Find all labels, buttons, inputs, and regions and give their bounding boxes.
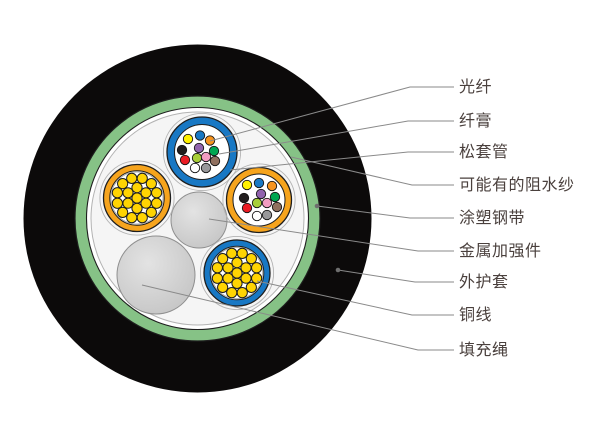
fiber-brown bbox=[209, 155, 221, 167]
copper-wire-dot bbox=[151, 197, 163, 209]
leader-line-optical-fiber bbox=[209, 86, 454, 142]
copper-wire-dot bbox=[131, 182, 143, 194]
copper-wire-dot bbox=[222, 262, 234, 274]
fiber-brown bbox=[271, 201, 283, 213]
leader-line-filling-rope bbox=[141, 284, 454, 351]
leader-line-metal-strength-member bbox=[208, 218, 454, 252]
fiber-green bbox=[208, 145, 220, 157]
fiber-slate bbox=[200, 162, 212, 174]
leader-line-loose-tube bbox=[229, 151, 454, 171]
copper-wire-dot bbox=[231, 257, 243, 269]
copper-wire-dot bbox=[136, 172, 148, 184]
copper-tube-bottom-wrap-ring bbox=[199, 235, 275, 311]
copper-wire-dot bbox=[231, 277, 243, 289]
fiber-yellow bbox=[241, 179, 253, 191]
fiber-yellow bbox=[182, 133, 194, 145]
fiber-red bbox=[241, 202, 253, 214]
copper-wire-dot bbox=[236, 247, 248, 259]
copper-wire-dot bbox=[236, 287, 248, 299]
copper-wire-dot bbox=[151, 187, 163, 199]
fiber-red bbox=[179, 154, 191, 166]
leader-dot-outer-sheath bbox=[335, 267, 341, 273]
label-optical-fiber: 光纤 bbox=[459, 77, 493, 96]
copper-wire-dot bbox=[231, 267, 243, 279]
copper-wire-dot bbox=[145, 206, 157, 218]
copper-wire-dot bbox=[131, 192, 143, 204]
fiber-lime bbox=[251, 197, 263, 209]
copper-wire-dot bbox=[145, 178, 157, 190]
copper-wire-dot bbox=[140, 197, 152, 209]
label-outer-sheath: 外护套 bbox=[459, 272, 509, 291]
fiber-blue bbox=[253, 177, 265, 189]
copper-wire-dot bbox=[217, 253, 229, 265]
fiber-rose bbox=[261, 197, 273, 209]
fiber-orange bbox=[266, 180, 278, 192]
leader-line-outer-sheath bbox=[337, 269, 454, 283]
filling-rope-circle bbox=[116, 235, 196, 315]
copper-tube-left-wrap-ring bbox=[99, 160, 175, 236]
copper-wire-dot bbox=[136, 212, 148, 224]
fiber-white bbox=[251, 210, 263, 222]
fiber-black bbox=[176, 144, 188, 156]
copper-wire-dot bbox=[126, 212, 138, 224]
copper-wire-dot bbox=[226, 247, 238, 259]
copper-wire-dot bbox=[122, 187, 134, 199]
label-copper-wire: 铜线 bbox=[459, 305, 493, 324]
copper-wire-dot bbox=[140, 187, 152, 199]
copper-wire-dot bbox=[117, 178, 129, 190]
label-filling-rope: 填充绳 bbox=[459, 340, 509, 359]
leader-line-water-blocking-yarn bbox=[290, 156, 454, 186]
copper-wire-dot bbox=[117, 206, 129, 218]
copper-wire-dot bbox=[251, 262, 263, 274]
fiber-green bbox=[269, 191, 281, 203]
fiber-slate bbox=[261, 209, 273, 221]
copper-wire-dot bbox=[226, 287, 238, 299]
label-metal-strength-member: 金属加强件 bbox=[459, 241, 542, 260]
leader-line-copper-wire bbox=[256, 280, 454, 316]
copper-wire-dot bbox=[122, 197, 134, 209]
copper-wire-dot bbox=[211, 262, 223, 274]
fiber-lime bbox=[191, 152, 203, 164]
loose-tube-top-wrap-ring bbox=[162, 112, 242, 192]
label-water-blocking-yarn: 可能有的阻水纱 bbox=[459, 175, 575, 194]
fiber-violet bbox=[255, 188, 267, 200]
copper-wire-dot bbox=[240, 262, 252, 274]
copper-wire-dot bbox=[222, 272, 234, 284]
copper-wire-dot bbox=[251, 272, 263, 284]
copper-wire-dot bbox=[211, 272, 223, 284]
copper-wire-dot bbox=[217, 281, 229, 293]
label-loose-tube: 松套管 bbox=[459, 142, 509, 161]
leader-dot-coated-steel-tape bbox=[314, 203, 320, 209]
central-strength-member bbox=[170, 191, 228, 249]
fiber-rose bbox=[200, 151, 212, 163]
copper-wire-dot bbox=[111, 187, 123, 199]
label-fiber-gel: 纤膏 bbox=[459, 111, 493, 130]
leader-line-coated-steel-tape bbox=[316, 205, 454, 219]
leader-line-fiber-gel bbox=[218, 120, 454, 155]
copper-wire-dot bbox=[111, 197, 123, 209]
label-coated-steel-tape: 涂塑钢带 bbox=[459, 208, 526, 227]
fiber-blue bbox=[194, 130, 206, 141]
copper-wire-dot bbox=[245, 253, 257, 265]
fiber-black bbox=[238, 192, 250, 204]
copper-wire-dot bbox=[240, 272, 252, 284]
copper-wire-dot bbox=[126, 172, 138, 184]
fiber-white bbox=[189, 162, 201, 174]
copper-wire-dot bbox=[131, 202, 143, 214]
loose-tube-right-wrap-ring bbox=[222, 163, 296, 237]
fiber-violet bbox=[193, 142, 205, 154]
copper-wire-dot bbox=[245, 281, 257, 293]
